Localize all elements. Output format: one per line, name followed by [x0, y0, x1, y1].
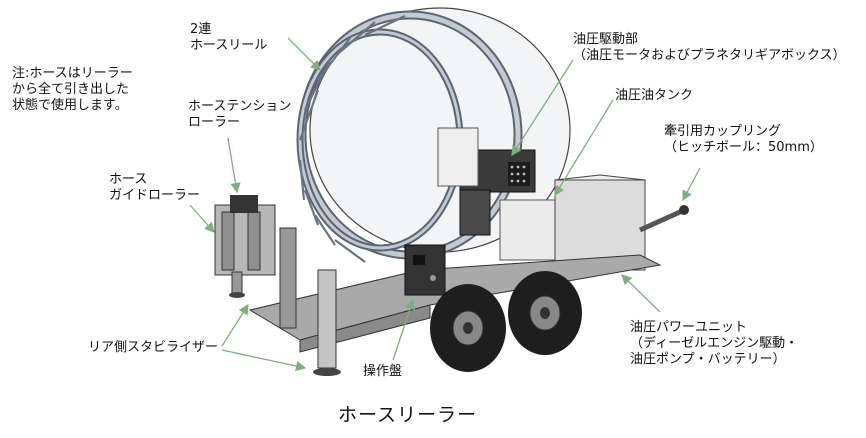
leader-lines [189, 37, 701, 372]
wheel-front [430, 284, 506, 372]
drive-mount-plate [437, 127, 479, 187]
wheel-rear [508, 271, 582, 355]
hose-reel-label: 2連 ホースリール [190, 22, 268, 53]
rear-stabilizer-label: リア側スタビライザー [88, 340, 219, 355]
reel-lattice [298, 15, 406, 263]
guide-roller-label: ホース ガイドローラー [109, 172, 201, 203]
note-label: 注:ホースはリーラー から全て引き出した 状態で使用します。 [12, 66, 133, 113]
control-panel-box [404, 244, 446, 296]
diagram-title: ホースリーラー [338, 404, 478, 426]
rear-stabilizer-left [231, 271, 243, 295]
power-unit-box [554, 179, 646, 271]
hydraulic-drive-label: 油圧駆動部 （油圧モータおよびプラネタリギアボックス） [573, 32, 846, 63]
tension-roller-label: ホーステンション ローラー [188, 99, 292, 130]
towing-coupling-label: 牽引用カップリング （ヒッチボール：50mm） [664, 124, 823, 155]
tension-roller [230, 195, 258, 213]
rear-stabilizer-right [317, 269, 337, 369]
oil-tank-label: 油圧油タンク [615, 88, 694, 103]
hitch-ball [679, 205, 689, 215]
power-unit-label: 油圧パワーユニット （ディーゼルエンジン駆動・ 油圧ポンプ・バッテリー） [630, 320, 799, 367]
oil-tank [499, 199, 561, 261]
tow-bar [638, 209, 682, 233]
gearbox [459, 189, 491, 236]
control-panel-label: 操作盤 [363, 364, 403, 379]
